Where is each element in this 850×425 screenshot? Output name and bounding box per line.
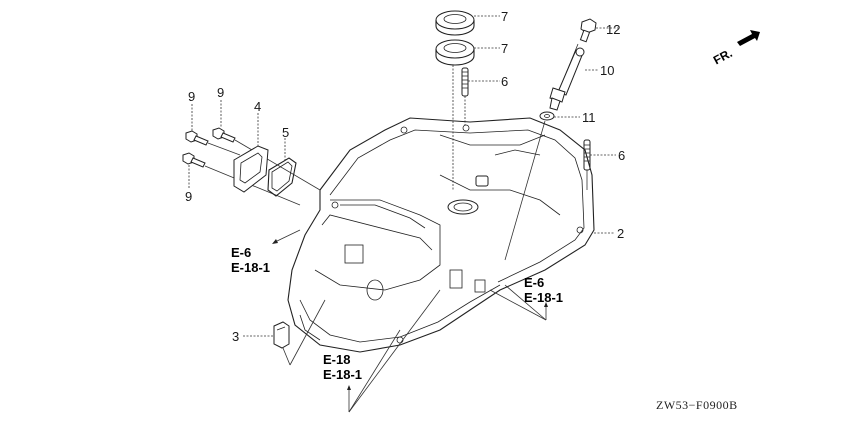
ref-bottom-line-b <box>348 289 441 413</box>
ref-link[interactable]: E-18 <box>323 352 351 367</box>
clip-line-b <box>289 299 326 366</box>
lower-case-body[interactable] <box>287 117 595 353</box>
ref-link[interactable]: E-18-1 <box>231 260 271 275</box>
washer-axis <box>504 120 546 261</box>
ref-link[interactable]: E-6 <box>231 245 252 260</box>
part-label-6: 6 <box>501 74 509 89</box>
stud-bolt-top[interactable] <box>461 67 469 97</box>
ref-right-arrowhead <box>544 302 548 307</box>
ref-link[interactable]: E-18-1 <box>323 367 363 382</box>
section-reference-left[interactable]: E-6 E-18-1 <box>231 245 270 275</box>
bolt-9-lower-left[interactable] <box>182 152 206 168</box>
clip-line-a <box>282 347 291 366</box>
section-reference-bottom[interactable]: E-18 E-18-1 <box>323 352 362 382</box>
oil-seal-second[interactable] <box>435 39 475 66</box>
drawing-code: ZW53−F0900B <box>656 398 738 412</box>
part-label-10: 10 <box>600 63 615 78</box>
part-label-9: 9 <box>217 85 225 100</box>
bolt-9-upper-left[interactable] <box>185 130 209 146</box>
clip-3[interactable] <box>273 321 290 349</box>
part-label-2: 2 <box>617 226 625 241</box>
ref-bottom-line-a <box>348 329 401 413</box>
part-label-6: 6 <box>618 148 626 163</box>
section-reference-right[interactable]: E-6 E-18-1 <box>524 275 563 305</box>
washer-11[interactable] <box>539 111 555 121</box>
ref-left-arrowhead <box>272 239 278 244</box>
front-direction-arrow-icon <box>737 30 760 46</box>
part-label-7: 7 <box>501 9 509 24</box>
ref-bottom-arrowhead <box>347 385 351 390</box>
ref-left-arrow <box>274 229 301 243</box>
ref-right-line-a <box>489 289 547 321</box>
part-label-4: 4 <box>254 99 262 114</box>
ref-link[interactable]: E-6 <box>524 275 545 290</box>
part-label-9: 9 <box>188 89 196 104</box>
part-label-5: 5 <box>282 125 290 140</box>
cover-plate-4[interactable] <box>233 145 269 193</box>
bolt-12[interactable] <box>579 18 597 43</box>
part-label-12: 12 <box>606 22 621 37</box>
bolt-axis-a <box>207 142 241 156</box>
bolt-9-upper-mid[interactable] <box>212 127 236 143</box>
ref-link[interactable]: E-18-1 <box>524 290 564 305</box>
gasket-5[interactable] <box>267 157 297 197</box>
part-label-7: 7 <box>501 41 509 56</box>
part-label-11: 11 <box>582 110 596 125</box>
oil-seal-top[interactable] <box>435 10 475 36</box>
ref-right-line-b <box>504 284 547 321</box>
tube-10[interactable] <box>549 47 585 111</box>
part-label-3: 3 <box>232 329 240 344</box>
part-label-9: 9 <box>185 189 193 204</box>
